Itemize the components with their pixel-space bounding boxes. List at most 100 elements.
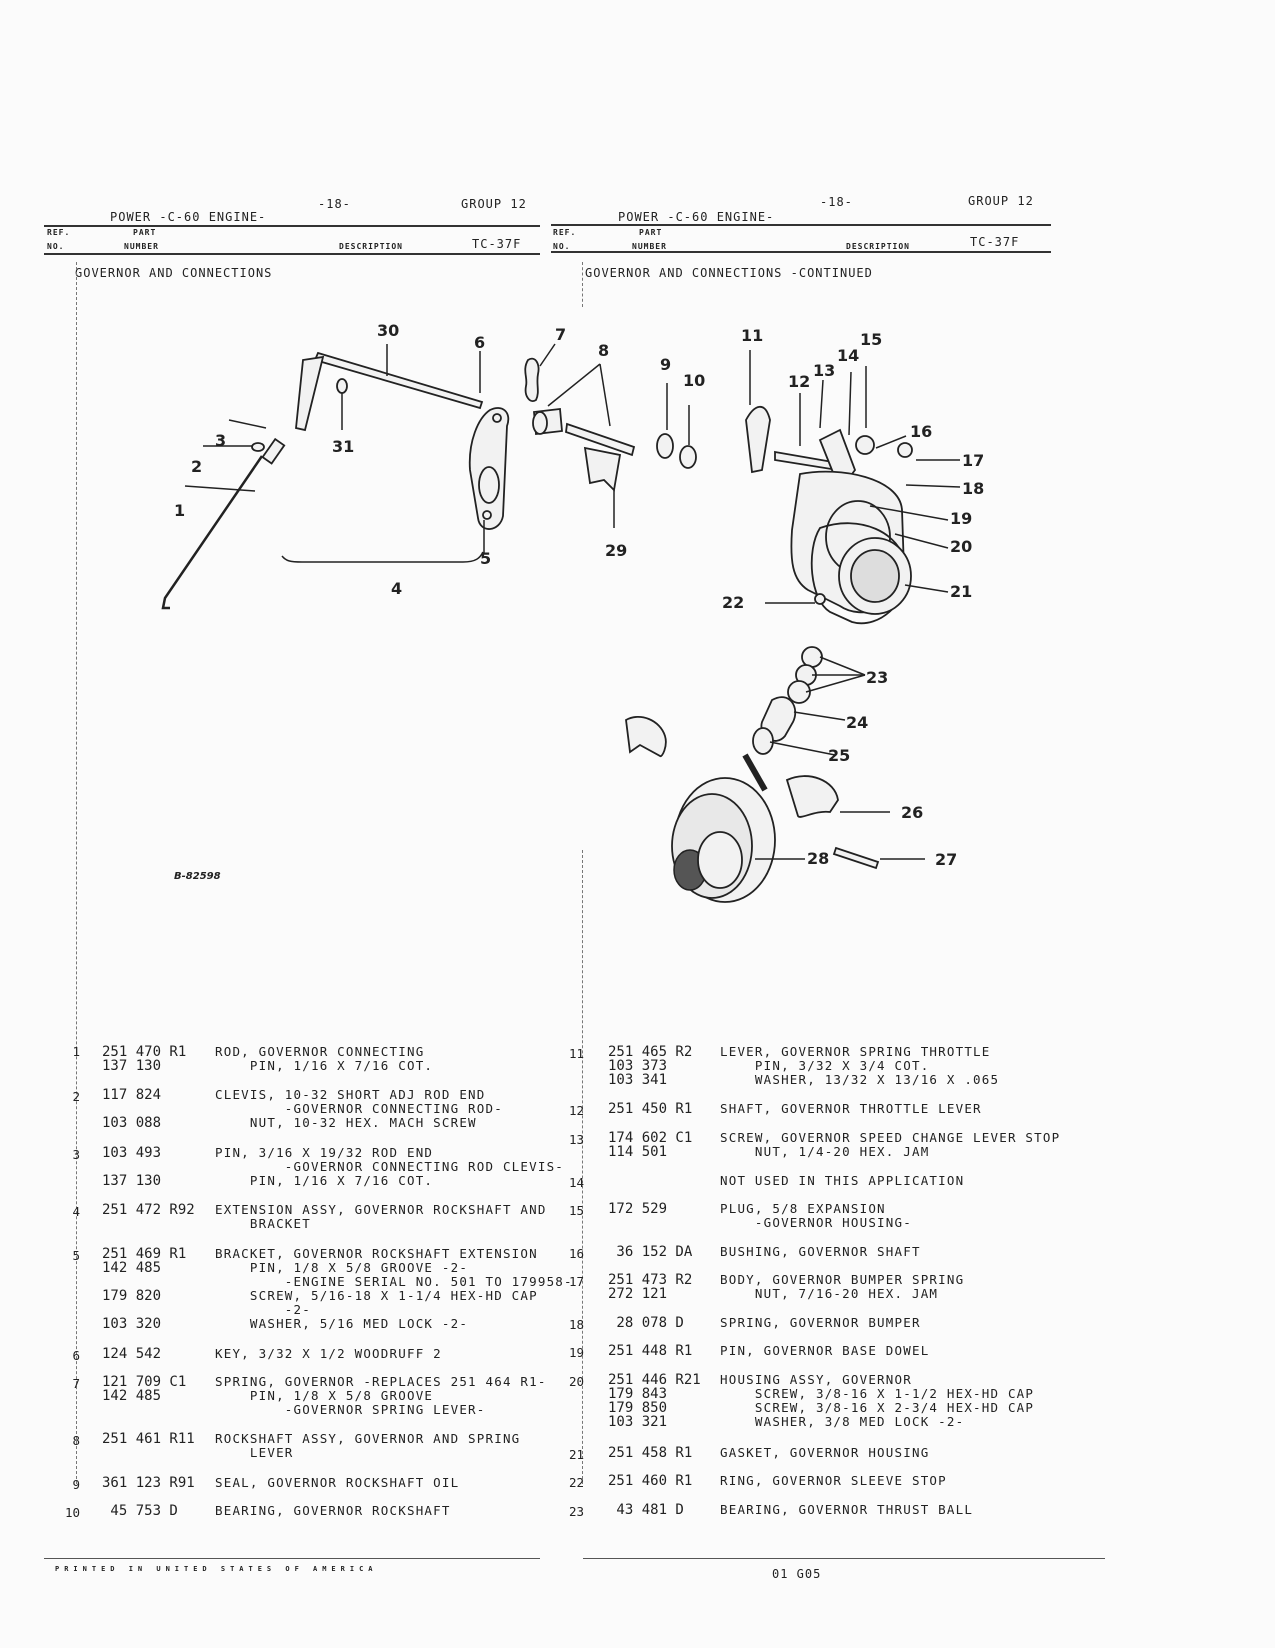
entry-description: BEARING, GOVERNOR ROCKSHAFT (215, 1503, 451, 1518)
left-column-guide (76, 262, 77, 1484)
entry-ref: 19 (568, 1345, 584, 1360)
right-ref-label: REF. (553, 228, 577, 237)
printed-in-usa-note: PRINTED IN UNITED STATES OF AMERICA (55, 1565, 378, 1573)
entry-description: PIN, GOVERNOR BASE DOWEL (720, 1343, 930, 1358)
callout-17: 17 (962, 451, 984, 470)
left-footer-rule (44, 1558, 540, 1559)
entry-description: GASKET, GOVERNOR HOUSING (720, 1445, 930, 1460)
entry-description: NOT USED IN THIS APPLICATION (720, 1173, 965, 1188)
entry-description: SPRING, GOVERNOR BUMPER (720, 1315, 921, 1330)
callout-20: 20 (950, 537, 972, 556)
entry-description: LEVER, GOVERNOR SPRING THROTTLE PIN, 3/3… (720, 1044, 1000, 1087)
entry-ref: 1 (72, 1044, 80, 1059)
left-page-number: -18- (318, 197, 351, 211)
callout-7: 7 (555, 325, 566, 344)
entry-ref: 11 (568, 1046, 584, 1061)
left-ref-label: REF. (47, 228, 71, 237)
connecting-rod-group (161, 437, 286, 610)
callout-24: 24 (846, 713, 868, 732)
left-description-label: DESCRIPTION (339, 242, 403, 251)
entry-ref: 23 (568, 1504, 584, 1519)
entry-part-number: 251 461 R11 (102, 1431, 195, 1447)
callout-31: 31 (332, 437, 354, 456)
right-engine-title: POWER -C-60 ENGINE- (618, 210, 775, 224)
left-part-label: PART (133, 228, 157, 237)
right-page-number: -18- (820, 195, 853, 209)
left-number-label: NUMBER (124, 242, 159, 251)
entry-part-number: 121 709 C1 142 485 (102, 1374, 187, 1404)
entry-description: BODY, GOVERNOR BUMPER SPRING NUT, 7/16-2… (720, 1272, 965, 1301)
callout-19: 19 (950, 509, 972, 528)
entry-part-number: 251 450 R1 (608, 1101, 693, 1117)
leader-lines (184, 343, 961, 860)
right-header-rule-top (551, 224, 1051, 226)
callout-4: 4 (391, 579, 402, 598)
entry-part-number: 103 493 137 130 (102, 1145, 162, 1189)
callout-8: 8 (598, 341, 609, 360)
entry-ref: 17 (568, 1274, 584, 1289)
entry-part-number: 251 458 R1 (608, 1445, 693, 1461)
entry-ref: 5 (72, 1248, 80, 1263)
entry-ref: 8 (72, 1433, 80, 1448)
entry-ref: 16 (568, 1246, 584, 1261)
left-no-label: NO. (47, 242, 65, 251)
left-engine-title: POWER -C-60 ENGINE- (110, 210, 267, 224)
diagram-id: B-82598 (174, 871, 221, 882)
entry-part-number: 36 152 DA (608, 1244, 693, 1260)
entry-description: SHAFT, GOVERNOR THROTTLE LEVER (720, 1101, 982, 1116)
entry-part-number: 28 078 D (608, 1315, 684, 1331)
callout-12: 12 (788, 372, 810, 391)
callout-28: 28 (807, 849, 829, 868)
callout-29: 29 (605, 541, 627, 560)
entry-part-number: 251 446 R21 179 843 179 850 103 321 (608, 1372, 701, 1430)
entry-part-number: 43 481 D (608, 1502, 684, 1518)
callout-15: 15 (860, 330, 882, 349)
callout-30: 30 (377, 321, 399, 340)
right-description-label: DESCRIPTION (846, 242, 910, 251)
callout-27: 27 (935, 850, 957, 869)
entry-ref: 22 (568, 1475, 584, 1490)
callout-11: 11 (741, 326, 763, 345)
right-part-label: PART (639, 228, 663, 237)
callout-labels: 1 2 3 4 5 6 7 8 9 10 11 12 13 14 15 16 1… (174, 321, 984, 869)
entry-part-number: 172 529 (608, 1201, 668, 1217)
callout-1: 1 (174, 501, 185, 520)
callout-18: 18 (962, 479, 984, 498)
entry-part-number: 45 753 D (102, 1503, 178, 1519)
footer-code: 01 G05 (772, 1567, 822, 1581)
entry-description: SPRING, GOVERNOR -REPLACES 251 464 R1- P… (215, 1374, 547, 1417)
entry-ref: 13 (568, 1132, 584, 1147)
entry-part-number: 251 472 R92 (102, 1202, 195, 1218)
callout-14: 14 (837, 346, 859, 365)
entry-part-number: 251 470 R1 137 130 (102, 1044, 187, 1074)
flyweight-group (625, 715, 880, 903)
callout-9: 9 (660, 355, 671, 374)
entry-description: PLUG, 5/8 EXPANSION -GOVERNOR HOUSING- (720, 1201, 912, 1230)
entry-ref: 9 (72, 1477, 80, 1492)
entry-ref: 2 (72, 1089, 80, 1104)
entry-description: SEAL, GOVERNOR ROCKSHAFT OIL (215, 1475, 460, 1490)
left-group-label: GROUP 12 (461, 197, 527, 211)
left-header-rule-top (44, 225, 540, 227)
entry-part-number: 251 473 R2 272 121 (608, 1272, 693, 1302)
spring-and-rockshaft-group (524, 357, 697, 492)
right-header-rule-bottom (551, 251, 1051, 253)
entry-description: EXTENSION ASSY, GOVERNOR ROCKSHAFT AND B… (215, 1202, 547, 1231)
entry-description: RING, GOVERNOR SLEEVE STOP (720, 1473, 947, 1488)
right-no-label: NO. (553, 242, 571, 251)
left-header-rule-bottom (44, 253, 540, 255)
right-group-label: GROUP 12 (968, 194, 1034, 208)
callout-2: 2 (191, 457, 202, 476)
entry-description: BRACKET, GOVERNOR ROCKSHAFT EXTENSION PI… (215, 1246, 573, 1331)
entry-ref: 10 (64, 1505, 80, 1520)
right-number-label: NUMBER (632, 242, 667, 251)
entry-ref: 14 (568, 1175, 584, 1190)
left-section-title: GOVERNOR AND CONNECTIONS (75, 266, 273, 280)
entry-ref: 21 (568, 1447, 584, 1462)
entry-description: BUSHING, GOVERNOR SHAFT (720, 1244, 921, 1259)
callout-26: 26 (901, 803, 923, 822)
entry-description: CLEVIS, 10-32 SHORT ADJ ROD END -GOVERNO… (215, 1087, 503, 1130)
entry-description: ROCKSHAFT ASSY, GOVERNOR AND SPRING LEVE… (215, 1431, 521, 1460)
left-code: TC-37F (472, 237, 522, 251)
